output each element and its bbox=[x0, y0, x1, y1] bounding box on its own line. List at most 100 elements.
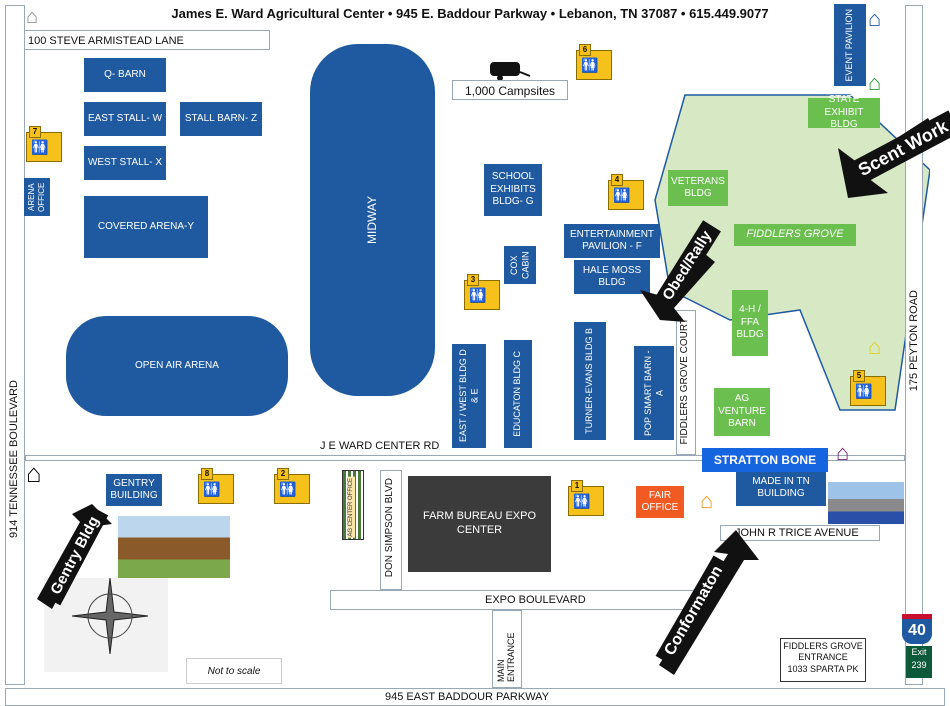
home-icon-black: ⌂ bbox=[26, 458, 42, 488]
east-stall[interactable]: EAST STALL- W bbox=[84, 102, 166, 136]
ag-center-office-label: AG CENTER OFFICE bbox=[347, 477, 355, 538]
arena-office-label: ARENA OFFICE bbox=[27, 182, 46, 212]
cox-cabin-label: COX CABIN bbox=[508, 251, 530, 279]
restroom-icon: 🚻 bbox=[469, 287, 487, 303]
restroom-1[interactable]: 1🚻 bbox=[568, 480, 604, 516]
education-label: EDUCATON BLDG C bbox=[512, 351, 523, 437]
interstate-40-shield: 40 bbox=[902, 614, 932, 644]
made-in-tn[interactable]: MADE IN TN BUILDING bbox=[736, 470, 826, 506]
main-entrance-road bbox=[492, 610, 522, 688]
gentry-building[interactable]: GENTRY BUILDING bbox=[106, 474, 162, 506]
home-icon-purple: ⌂ bbox=[836, 440, 850, 465]
restroom-3-number: 3 bbox=[467, 274, 479, 286]
tennessee-blvd-road bbox=[5, 5, 25, 685]
exit-label: Exit bbox=[911, 647, 927, 657]
education-bldg[interactable]: EDUCATON BLDG C bbox=[504, 340, 532, 448]
restroom-1-number: 1 bbox=[571, 480, 583, 492]
steve-armistead-label: 100 STEVE ARMISTEAD LANE bbox=[28, 35, 184, 47]
restroom-4-number: 4 bbox=[611, 174, 623, 186]
gentry-building-photo bbox=[118, 516, 230, 578]
compass-icon bbox=[71, 577, 149, 655]
fair-office[interactable]: FAIR OFFICE bbox=[636, 486, 684, 518]
main-entrance-label: MAIN ENTRANCE bbox=[496, 632, 516, 682]
ag-venture-barn[interactable]: AG VENTURE BARN bbox=[714, 388, 770, 436]
east-west-label: EAST / WEST BLDG D & E bbox=[457, 349, 479, 443]
john-r-trice-label: JOHN R TRICE AVENUE bbox=[735, 527, 859, 539]
restroom-icon: 🚻 bbox=[203, 481, 221, 497]
campsites-label: 1,000 Campsites bbox=[452, 80, 568, 100]
restroom-icon: 🚻 bbox=[613, 187, 631, 203]
q-barn[interactable]: Q- BARN bbox=[84, 58, 166, 92]
restroom-2[interactable]: 2🚻 bbox=[274, 468, 310, 504]
home-icon-state-exhibit: ⌂ bbox=[868, 70, 882, 95]
expo-blvd-label: EXPO BOULEVARD bbox=[485, 594, 586, 606]
pop-smart-label: POP SMART BARN - A bbox=[642, 350, 664, 436]
hale-moss[interactable]: HALE MOSS BLDG bbox=[574, 260, 650, 294]
turner-evans-label: TURNER-EVANS BLDG B bbox=[584, 328, 595, 434]
midway[interactable]: MIDWAY bbox=[310, 44, 435, 396]
don-simpson-road bbox=[380, 470, 402, 590]
veterans-bldg[interactable]: VETERANS BLDG bbox=[668, 170, 728, 206]
restroom-2-number: 2 bbox=[277, 468, 289, 480]
restroom-icon: 🚻 bbox=[573, 493, 591, 509]
restroom-icon: 🚻 bbox=[31, 139, 49, 155]
pop-smart-barn[interactable]: POP SMART BARN - A bbox=[634, 346, 674, 440]
ag-center-office[interactable]: AG CENTER OFFICE bbox=[342, 470, 364, 540]
restroom-7-number: 7 bbox=[29, 126, 41, 138]
arena-office[interactable]: ARENA OFFICE bbox=[24, 178, 50, 216]
turner-evans[interactable]: TURNER-EVANS BLDG B bbox=[574, 322, 606, 440]
event-pavilion[interactable]: EVENT PAVILION bbox=[834, 4, 866, 86]
four-h-ffa[interactable]: 4-H / FFA BLDG bbox=[732, 290, 768, 356]
restroom-5[interactable]: 5🚻 bbox=[850, 370, 886, 406]
made-in-tn-photo bbox=[828, 482, 904, 524]
event-pavilion-label: EVENT PAVILION bbox=[844, 8, 855, 82]
home-icon-yellow: ⌂ bbox=[868, 334, 882, 359]
home-icon-event-pavilion: ⌂ bbox=[868, 6, 882, 31]
map-title: James E. Ward Agricultural Center • 945 … bbox=[171, 6, 769, 21]
restroom-8[interactable]: 8🚻 bbox=[198, 468, 234, 504]
restroom-8-number: 8 bbox=[201, 468, 213, 480]
peyton-road-label: 175 PEYTON ROAD bbox=[908, 290, 920, 392]
west-stall[interactable]: WEST STALL- X bbox=[84, 146, 166, 180]
john-r-trice-road bbox=[720, 525, 880, 541]
midway-label: MIDWAY bbox=[365, 196, 379, 244]
state-exhibit[interactable]: STATE EXHIBIT BLDG bbox=[808, 94, 880, 130]
fiddlers-grove-court-label: FIDDLERS GROVE COURT bbox=[679, 318, 690, 445]
tennessee-blvd-label: 914 TENNESSEE BOULEVARD bbox=[8, 380, 20, 538]
fiddlers-grove-court-road bbox=[676, 310, 696, 455]
restroom-6[interactable]: 6🚻 bbox=[576, 44, 612, 80]
stall-barn-z[interactable]: STALL BARN- Z bbox=[180, 102, 262, 136]
east-west-bldg[interactable]: EAST / WEST BLDG D & E bbox=[452, 344, 486, 448]
home-icon-topleft: ⌂ bbox=[26, 6, 39, 28]
restroom-icon: 🚻 bbox=[581, 57, 599, 73]
restroom-7[interactable]: 7🚻 bbox=[26, 126, 62, 162]
home-icon-orange: ⌂ bbox=[700, 488, 714, 513]
fiddlers-address: 1033 SPARTA PK bbox=[787, 663, 859, 674]
fiddlers-grove-label[interactable]: FIDDLERS GROVE bbox=[734, 224, 856, 246]
open-air-arena[interactable]: OPEN AIR ARENA bbox=[66, 316, 288, 416]
peyton-road-road bbox=[905, 5, 923, 685]
restroom-5-number: 5 bbox=[853, 370, 865, 382]
restroom-4[interactable]: 4🚻 bbox=[608, 174, 644, 210]
baddour-label: 945 EAST BADDOUR PARKWAY bbox=[385, 691, 550, 703]
je-ward-center-rd-label: J E WARD CENTER RD bbox=[320, 440, 440, 452]
stratton-bone-label: STRATTON BONE bbox=[702, 448, 828, 472]
exit-sign: Exit 239 bbox=[906, 646, 932, 678]
exit-number: 239 bbox=[911, 659, 927, 670]
je-ward-center-rd-road bbox=[25, 455, 905, 461]
don-simpson-label: DON SIMPSON BLVD bbox=[384, 478, 395, 578]
cox-cabin[interactable]: COX CABIN bbox=[504, 246, 536, 284]
school-exhibits[interactable]: SCHOOL EXHIBITS BLDG- G bbox=[484, 164, 542, 216]
fiddlers-entrance-text: FIDDLERS GROVE ENTRANCE bbox=[783, 641, 863, 663]
entertainment-pavilion[interactable]: ENTERTAINMENT PAVILION - F bbox=[564, 224, 660, 258]
farm-bureau-expo[interactable]: FARM BUREAU EXPO CENTER bbox=[408, 476, 551, 572]
restroom-3[interactable]: 3🚻 bbox=[464, 274, 500, 310]
not-to-scale-label: Not to scale bbox=[186, 658, 282, 684]
fiddlers-grove-entrance-box: FIDDLERS GROVE ENTRANCE 1033 SPARTA PK bbox=[780, 638, 866, 682]
covered-arena[interactable]: COVERED ARENA-Y bbox=[84, 196, 208, 258]
restroom-icon: 🚻 bbox=[855, 383, 873, 399]
restroom-icon: 🚻 bbox=[279, 481, 297, 497]
rv-icon bbox=[488, 60, 532, 82]
restroom-6-number: 6 bbox=[579, 44, 591, 56]
